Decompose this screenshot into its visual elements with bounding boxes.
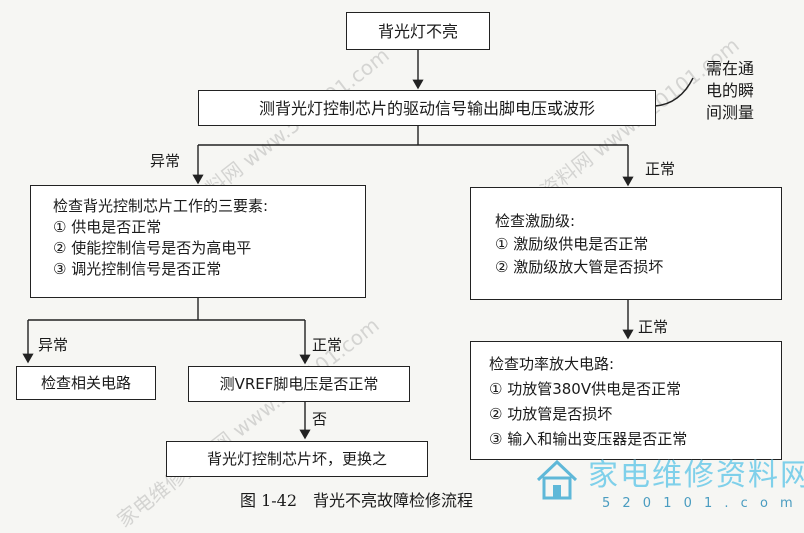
start-node: 背光灯不亮 (346, 12, 490, 50)
replace-chip-node: 背光灯控制芯片坏，更换之 (166, 441, 428, 477)
vref-node: 测VREF脚电压是否正常 (188, 366, 410, 402)
branch-label-abnormal: 异常 (38, 336, 69, 354)
watermark-brand: 家电维修资料网 (588, 458, 804, 493)
watermark-url: 5 2 0 1 0 1 . c o m (602, 496, 797, 511)
branch-label-normal: 正常 (645, 160, 676, 178)
branch-label-no: 否 (312, 410, 328, 428)
check-chip-item: ③ 调光控制信号是否正常 (53, 260, 222, 278)
check-amp-item: ② 功放管是否损坏 (489, 405, 613, 423)
check-amp-node: 检查功率放大电路: ① 功放管380V供电是否正常 ② 功放管是否损坏 ③ 输入… (470, 341, 782, 460)
house-logo-icon (536, 459, 578, 500)
measurement-note: 需在通 电的瞬 间测量 (706, 58, 754, 124)
check-driver-node: 检查激励级: ① 激励级供电是否正常 ② 激励级放大管是否损坏 (470, 187, 782, 300)
check-amp-title: 检查功率放大电路: (489, 355, 615, 373)
check-driver-item: ① 激励级供电是否正常 (495, 235, 649, 253)
check-chip-node: 检查背光控制芯片工作的三要素: ① 供电是否正常 ② 使能控制信号是否为高电平 … (30, 185, 366, 298)
measure-node: 测背光灯控制芯片的驱动信号输出脚电压或波形 (198, 90, 656, 126)
note-line: 需在通 (706, 59, 755, 78)
note-line: 电的瞬 (706, 81, 755, 100)
watermark-logo: 家电维修资料网 5 2 0 1 0 1 . c o m (530, 448, 804, 524)
check-chip-item: ② 使能控制信号是否为高电平 (53, 239, 252, 257)
check-amp-item: ① 功放管380V供电是否正常 (489, 380, 682, 398)
check-driver-title: 检查激励级: (495, 212, 576, 230)
branch-label-abnormal: 异常 (150, 152, 181, 170)
note-line: 间测量 (706, 103, 755, 122)
branch-label-normal: 正常 (312, 336, 343, 354)
branch-label-normal: 正常 (638, 318, 669, 336)
check-chip-title: 检查背光控制芯片工作的三要素: (53, 197, 269, 215)
check-chip-item: ① 供电是否正常 (53, 218, 162, 236)
check-circuit-node: 检查相关电路 (16, 366, 156, 400)
figure-caption: 图 1-42 背光不亮故障检修流程 (240, 491, 474, 510)
check-amp-item: ③ 输入和输出变压器是否正常 (489, 430, 688, 448)
check-driver-item: ② 激励级放大管是否损坏 (495, 258, 664, 276)
